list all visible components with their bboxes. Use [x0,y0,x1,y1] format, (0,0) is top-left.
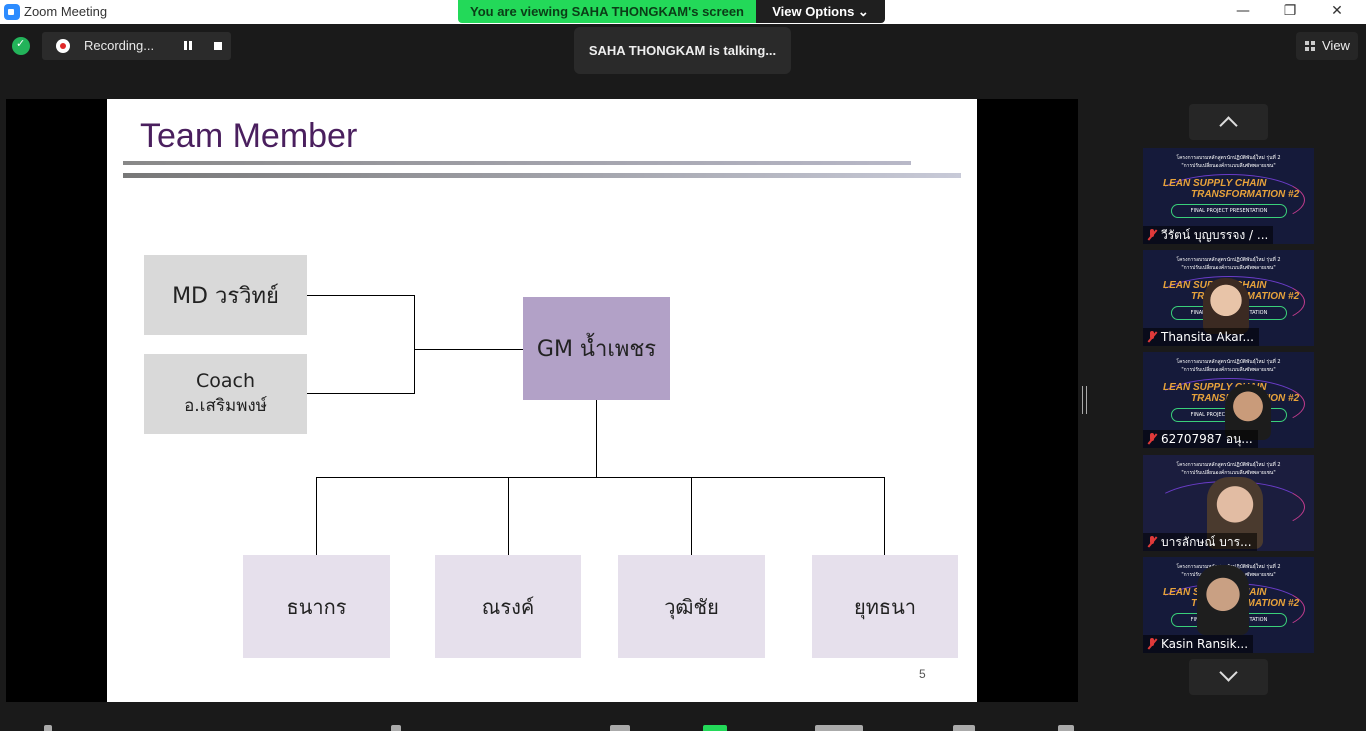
mic-muted-icon [1147,638,1157,650]
more-icon[interactable] [1058,725,1074,731]
mute-icon[interactable] [44,725,52,731]
title-divider [123,173,961,178]
meeting-toolbar [0,702,1366,731]
participant-name-bar: 62707987 อนุ... [1143,430,1258,448]
participant-tile[interactable]: โครงการอบรมหลักสูตรนักปฏิบัติพันธุ์ใหม่ … [1143,148,1314,244]
chevron-up-icon [1219,116,1238,135]
member-label: ธนากร [286,594,347,619]
participant-name: บารลักษณ์ บาร... [1161,534,1252,549]
grid-icon [1305,41,1315,51]
zoom-app-icon [4,4,20,20]
member-box: ยุทธนา [812,555,958,658]
participant-name-bar: Kasin Ransik... [1143,635,1254,653]
gallery-scroll-down-button[interactable] [1189,659,1268,695]
active-speaker-toast: SAHA THONGKAM is talking... [574,27,791,74]
tile-bg-text: โครงการอบรมหลักสูตรนักปฏิบัติพันธุ์ใหม่ … [1176,359,1281,365]
coach-name: อ.เสริมพงษ์ [184,395,267,416]
participant-name-bar: วีรัตน์ บุญบรรจง / ... [1143,226,1274,244]
presentation-slide: Team Member MD วรวิทย์ Coach อ.เสริมพงษ์… [107,99,977,702]
panel-splitter-handle[interactable] [1082,386,1087,414]
record-dot-icon [56,39,70,53]
md-box: MD วรวิทย์ [144,255,307,335]
coach-label: Coach [195,369,256,392]
video-icon[interactable] [391,725,401,731]
participant-name-bar: บารลักษณ์ บาร... [1143,533,1257,551]
minimize-button[interactable]: — [1236,3,1250,19]
view-layout-label: View [1322,38,1350,53]
reactions-icon[interactable] [953,725,975,731]
window-title: Zoom Meeting [24,4,108,19]
connector-line [307,295,415,296]
tile-bg-text: LEAN SUPPLY CHAIN [1163,178,1267,189]
tile-bg-text: "การปรับเปลี่ยนองค์กรแบบลีนซัพพลายเชน" [1181,367,1276,373]
decorative-arc [1153,378,1305,430]
participant-name: วีรัตน์ บุญบรรจง / ... [1161,227,1269,242]
gm-box: GM น้ำเพชร [523,297,670,400]
member-box: วุฒิชัย [618,555,765,658]
member-box: ณรงค์ [435,555,581,658]
record-icon[interactable] [815,725,863,731]
participant-video-face [1197,565,1249,635]
tile-bg-text: โครงการอบรมหลักสูตรนักปฏิบัติพันธุ์ใหม่ … [1176,462,1281,468]
view-layout-button[interactable]: View [1296,32,1358,60]
participant-name: Kasin Ransik... [1161,637,1249,651]
mic-muted-icon [1147,331,1157,343]
mic-muted-icon [1147,229,1157,241]
participant-tile[interactable]: โครงการอบรมหลักสูตรนักปฏิบัติพันธุ์ใหม่ … [1143,352,1314,448]
member-label: ยุทธนา [853,594,916,619]
view-options-button[interactable]: View Options ⌄ [756,0,885,23]
member-box: ธนากร [243,555,390,658]
tile-bg-text: โครงการอบรมหลักสูตรนักปฏิบัติพันธุ์ใหม่ … [1176,155,1281,161]
tile-bg-text: LEAN SUPPLY CHAIN [1163,382,1267,393]
gallery-scroll-up-button[interactable] [1189,104,1268,140]
connector-line [307,393,415,394]
participant-video-face [1203,278,1249,334]
md-label: MD วรวิทย์ [172,283,279,309]
recording-indicator: Recording... [42,32,231,60]
connector-line [508,477,509,555]
tile-bg-text: TRANSFORMATION #2 [1191,189,1300,200]
participant-tile[interactable]: โครงการอบรมหลักสูตรนักปฏิบัติพันธุ์ใหม่ … [1143,250,1314,346]
tile-bg-text: FINAL PROJECT PRESENTATION [1171,204,1287,218]
mic-muted-icon [1147,536,1157,548]
connector-line [691,477,692,555]
member-label: วุฒิชัย [664,594,719,619]
connector-line [316,477,885,478]
participant-name: 62707987 อนุ... [1161,431,1253,446]
connector-line [414,295,415,394]
tile-bg-text: "การปรับเปลี่ยนองค์กรแบบลีนซัพพลายเชน" [1181,163,1276,169]
mic-muted-icon [1147,433,1157,445]
gm-label: GM น้ำเพชร [536,337,657,362]
share-screen-icon[interactable] [703,725,727,731]
participant-name-bar: Thansita Akar... [1143,328,1259,346]
connector-line [414,349,524,350]
member-label: ณรงค์ [481,594,535,619]
connector-line [316,477,317,555]
coach-box: Coach อ.เสริมพงษ์ [144,354,307,434]
decorative-arc [1153,276,1305,328]
recording-label: Recording... [84,38,155,53]
tile-bg-text: "การปรับเปลี่ยนองค์กรแบบลีนซัพพลายเชน" [1181,470,1276,476]
viewing-screen-banner: You are viewing SAHA THONGKAM's screen [458,0,756,23]
pause-recording-icon[interactable] [182,40,194,52]
decorative-arc [1153,174,1305,226]
slide-page-number: 5 [919,667,926,681]
participants-icon[interactable] [610,725,630,731]
maximize-button[interactable]: ❐ [1283,3,1297,19]
connector-line [884,477,885,555]
tile-bg-text: โครงการอบรมหลักสูตรนักปฏิบัติพันธุ์ใหม่ … [1176,257,1281,263]
tile-bg-text: "การปรับเปลี่ยนองค์กรแบบลีนซัพพลายเชน" [1181,265,1276,271]
connector-line [596,399,597,478]
chevron-down-icon [1219,663,1238,682]
title-divider [123,161,911,165]
close-button[interactable]: ✕ [1331,3,1343,19]
participant-name: Thansita Akar... [1161,330,1254,344]
stop-recording-icon[interactable] [214,42,222,50]
participant-tile[interactable]: โครงการอบรมหลักสูตรนักปฏิบัติพันธุ์ใหม่ … [1143,455,1314,551]
security-shield-icon[interactable] [12,37,30,55]
slide-title: Team Member [140,117,358,155]
participant-tile[interactable]: โครงการอบรมหลักสูตรนักปฏิบัติพันธุ์ใหม่ … [1143,557,1314,653]
